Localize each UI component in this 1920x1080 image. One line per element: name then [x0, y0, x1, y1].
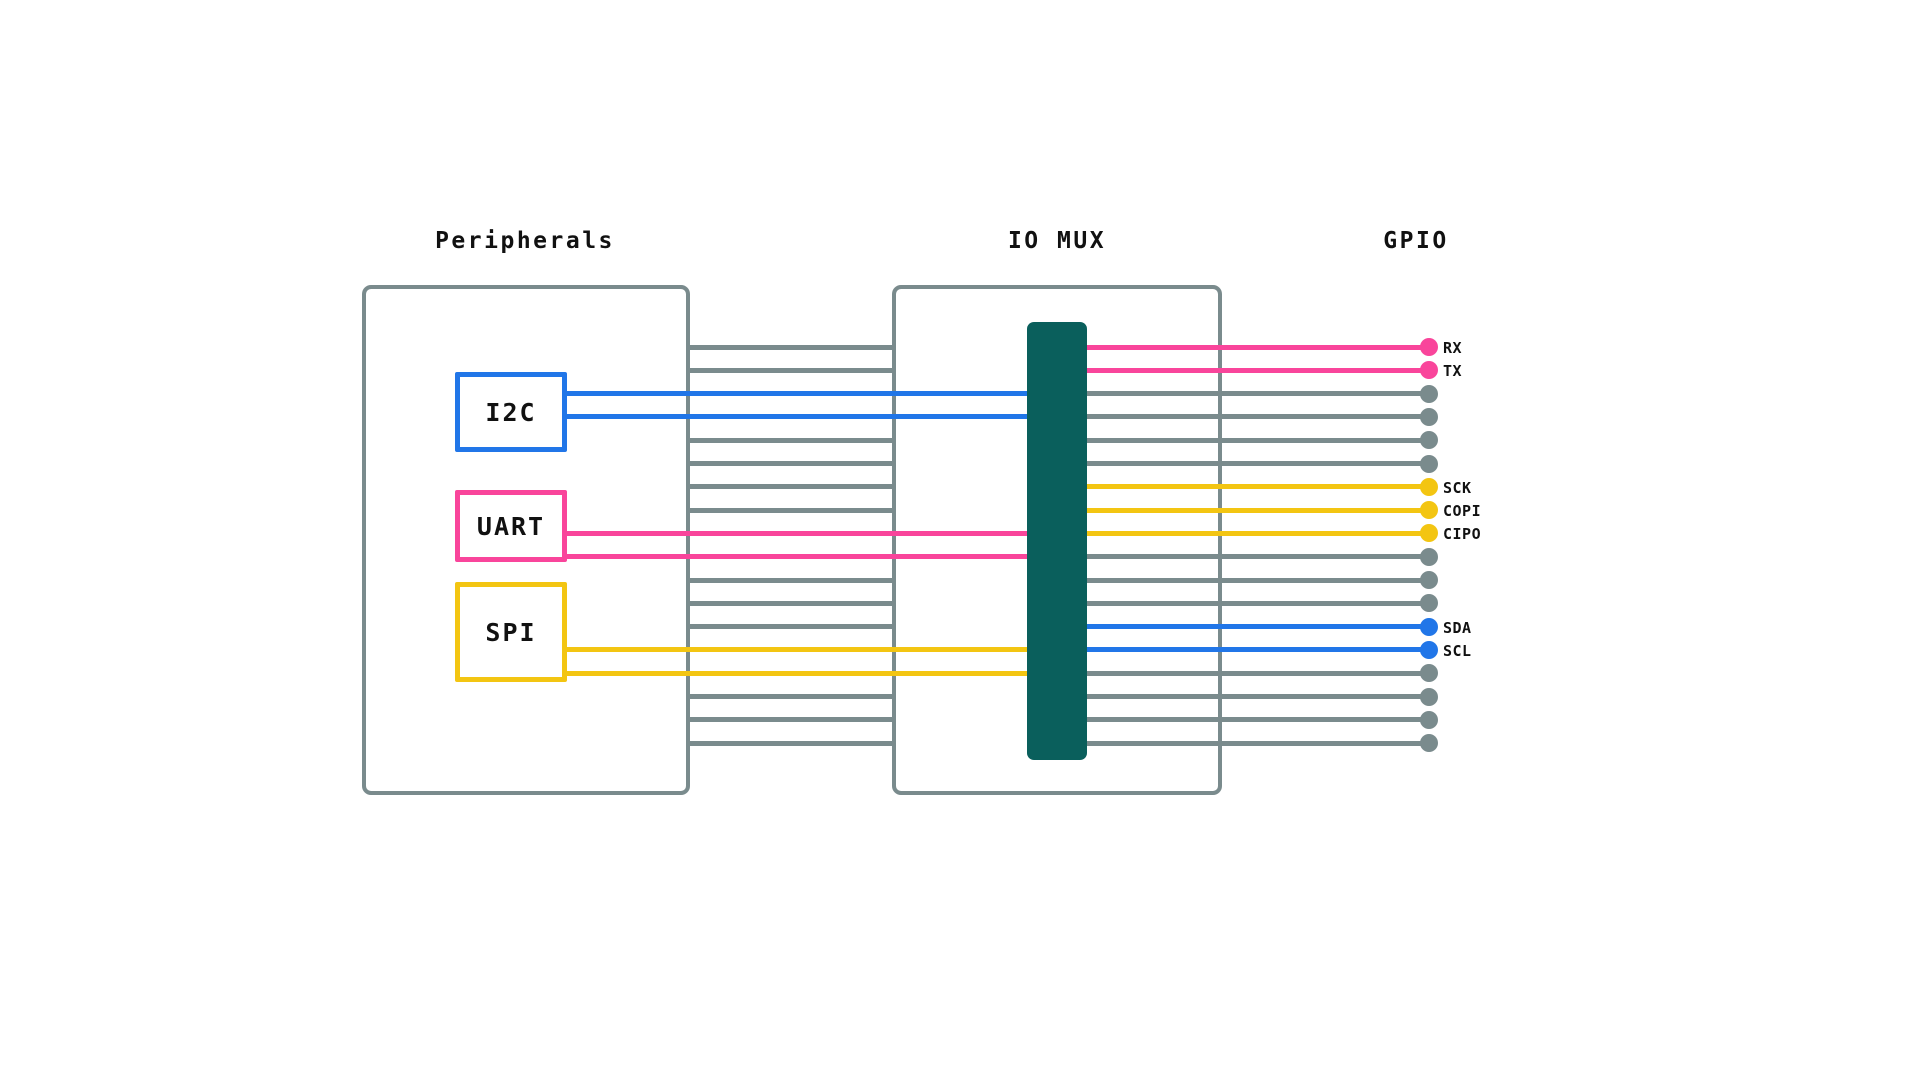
bundle-wire-inactive — [690, 624, 892, 630]
column-title-peripherals: Peripherals — [435, 228, 615, 254]
peripheral-block-spi[interactable]: SPI — [455, 582, 567, 682]
gpio-pin-unassigned[interactable] — [1420, 687, 1438, 706]
io-mux-core-block — [1027, 322, 1087, 760]
gpio-pin-copi[interactable] — [1420, 501, 1438, 520]
gpio-wire-inactive — [1087, 670, 1429, 676]
bundle-wire-inactive — [690, 344, 892, 350]
gpio-wire-inactive — [1087, 717, 1429, 723]
uart-signal-wire — [557, 554, 1027, 560]
gpio-wire-active — [1087, 647, 1429, 653]
gpio-pin-label-sck: SCK — [1443, 478, 1472, 497]
gpio-pin-sda[interactable] — [1420, 617, 1438, 636]
gpio-pin-scl[interactable] — [1420, 640, 1438, 659]
bundle-wire-inactive — [690, 600, 892, 606]
gpio-pin-unassigned[interactable] — [1420, 454, 1438, 473]
gpio-pin-label-copi: COPI — [1443, 502, 1482, 521]
bundle-wire-inactive — [690, 577, 892, 583]
gpio-wire-inactive — [1087, 577, 1429, 583]
gpio-wire-active — [1087, 530, 1429, 536]
peripherals-container — [362, 285, 690, 795]
gpio-wire-inactive — [1087, 694, 1429, 699]
column-title-gpio: GPIO — [1383, 228, 1449, 254]
gpio-wire-inactive — [1087, 554, 1429, 560]
gpio-wire-inactive — [1087, 600, 1429, 606]
gpio-wire-inactive — [1087, 391, 1429, 397]
gpio-pin-unassigned[interactable] — [1420, 384, 1438, 403]
gpio-pin-unassigned[interactable] — [1420, 710, 1438, 729]
i2c-signal-wire — [557, 391, 1027, 397]
gpio-wire-active — [1087, 484, 1429, 490]
gpio-wire-active — [1087, 624, 1429, 630]
gpio-pin-unassigned[interactable] — [1420, 571, 1438, 589]
gpio-pin-label-scl: SCL — [1443, 641, 1472, 660]
gpio-pin-rx[interactable] — [1420, 338, 1438, 356]
gpio-wire-inactive — [1087, 437, 1429, 443]
bundle-wire-inactive — [690, 507, 892, 513]
gpio-pin-unassigned[interactable] — [1420, 407, 1438, 426]
column-title-io-mux: IO MUX — [1007, 228, 1107, 254]
gpio-pin-unassigned[interactable] — [1420, 734, 1438, 753]
spi-signal-wire — [557, 647, 1027, 653]
io-mux-container — [892, 285, 1222, 795]
gpio-pin-label-cipo: CIPO — [1443, 525, 1482, 544]
gpio-pin-label-sda: SDA — [1443, 618, 1472, 637]
bundle-wire-inactive — [690, 694, 892, 699]
bundle-wire-inactive — [690, 461, 892, 466]
gpio-wire-active — [1087, 367, 1429, 373]
gpio-wire-inactive — [1087, 414, 1429, 420]
gpio-pin-tx[interactable] — [1420, 361, 1438, 380]
gpio-wire-active — [1087, 344, 1429, 350]
gpio-pin-label-tx: TX — [1443, 362, 1463, 381]
gpio-pin-unassigned[interactable] — [1420, 594, 1438, 613]
peripheral-block-i2c[interactable]: I2C — [455, 372, 567, 452]
bundle-wire-inactive — [690, 484, 892, 490]
gpio-pin-cipo[interactable] — [1420, 524, 1438, 543]
gpio-wire-inactive — [1087, 740, 1429, 746]
bundle-wire-inactive — [690, 437, 892, 443]
gpio-pin-sck[interactable] — [1420, 477, 1438, 496]
gpio-wire-active — [1087, 507, 1429, 513]
gpio-pin-unassigned[interactable] — [1420, 431, 1438, 450]
gpio-pin-unassigned[interactable] — [1420, 664, 1438, 683]
bundle-wire-inactive — [690, 367, 892, 373]
i2c-signal-wire — [557, 414, 1027, 420]
spi-signal-wire — [557, 670, 1027, 676]
gpio-pin-label-rx: RX — [1443, 339, 1463, 357]
gpio-wire-inactive — [1087, 461, 1429, 466]
peripheral-block-uart[interactable]: UART — [455, 490, 567, 562]
gpio-pin-unassigned[interactable] — [1420, 547, 1438, 566]
bundle-wire-inactive — [690, 717, 892, 723]
uart-signal-wire — [557, 530, 1027, 536]
bundle-wire-inactive — [690, 740, 892, 746]
